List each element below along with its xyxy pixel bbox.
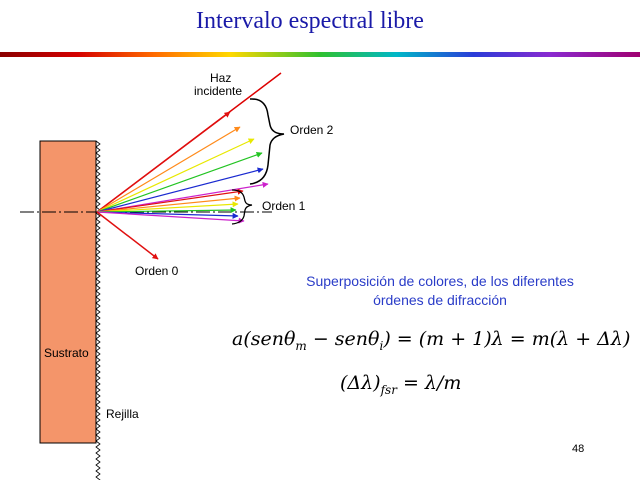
brace-order2	[249, 98, 285, 185]
ray-order2-orange	[96, 126, 241, 213]
page-number: 48	[572, 443, 585, 455]
ray-order2-blue	[96, 167, 264, 213]
page-title: Intervalo espectral libre	[196, 8, 424, 34]
fsr-equation: (Δλ)fsr = λ/m	[340, 372, 461, 397]
eq2-sub-fsr: fsr	[380, 382, 397, 397]
eq1-part-rhs: ) = (m + 1)λ = m(λ + Δλ)	[383, 328, 631, 350]
eq1-part-a: a(senθ	[232, 328, 296, 350]
label-order2: Orden 2	[290, 123, 334, 137]
rainbow-divider	[0, 52, 640, 57]
label-order1: Orden 1	[262, 199, 306, 213]
ray-order2-yellow	[96, 138, 255, 213]
caption-line2: órdenes de difracción	[373, 292, 507, 308]
label-substrate: Sustrato	[44, 346, 89, 360]
label-incident-line1: Haz	[210, 71, 232, 85]
label-order0: Orden 0	[135, 264, 179, 278]
ray-order2-green	[96, 151, 263, 213]
ray-order1-green	[96, 207, 237, 214]
ray-order1-violet	[96, 211, 245, 224]
ray-order0	[96, 211, 159, 260]
caption-line1: Superposición de colores, de los diferen…	[306, 273, 574, 289]
ray-order1-blue	[96, 211, 239, 219]
label-grating: Rejilla	[106, 407, 139, 421]
eq2-rhs: = λ/m	[396, 372, 462, 394]
ray-order1-orange	[96, 195, 241, 213]
label-incident-line2: incidente	[194, 84, 243, 98]
eq2-lhs: (Δλ)	[340, 372, 381, 394]
grating-teeth	[95, 140, 101, 480]
eq1-sub-i: i	[379, 338, 384, 353]
eq1-part-mid: − senθ	[306, 328, 380, 350]
ray-order1-red	[96, 188, 244, 213]
ray-order2-red	[96, 111, 231, 213]
caption: Superposición de colores, de los diferen…	[270, 272, 610, 310]
grating-equation: a(senθm − senθi) = (m + 1)λ = m(λ + Δλ)	[232, 328, 630, 353]
eq1-sub-m: m	[295, 338, 307, 353]
substrate-block	[39, 140, 97, 444]
ray-order1-yellow	[96, 201, 239, 213]
brace-order1	[231, 189, 253, 225]
